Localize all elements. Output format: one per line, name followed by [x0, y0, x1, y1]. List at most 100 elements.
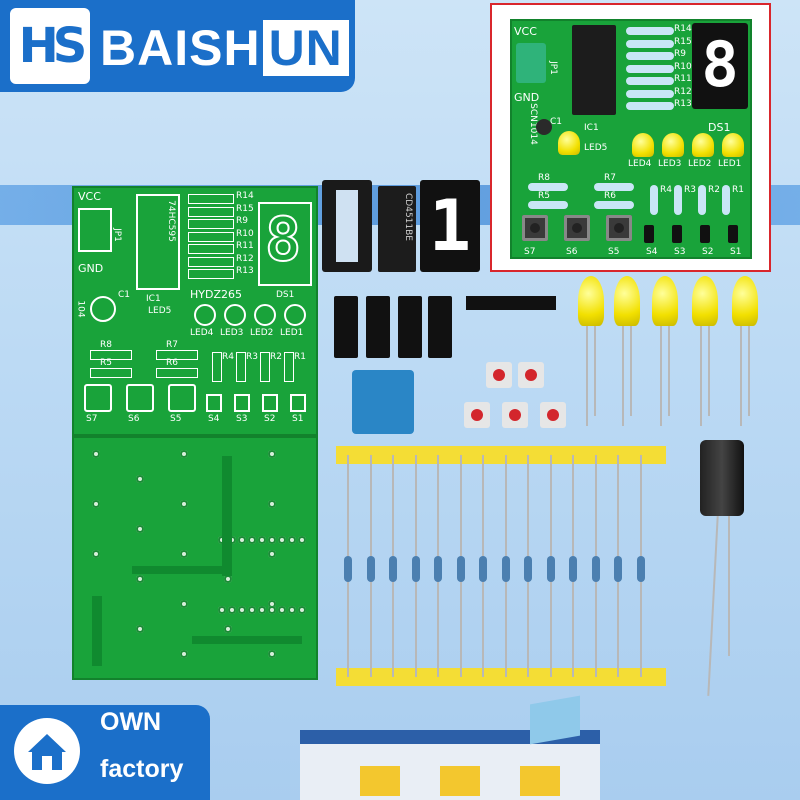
tactile-button	[486, 362, 512, 388]
solder-pad	[228, 606, 236, 614]
switch-s5	[606, 215, 632, 241]
jumper-cap	[398, 296, 422, 358]
led-label: LED3	[220, 328, 244, 338]
solder-pad	[278, 606, 286, 614]
ic1-label: IC1	[146, 294, 161, 304]
lower-resistor	[528, 183, 568, 191]
resistor-label: R12	[236, 253, 254, 264]
led-led4	[632, 133, 654, 157]
resistor-r12	[626, 89, 674, 98]
lower-resistor	[594, 183, 634, 191]
lower-resistor	[212, 352, 222, 382]
solder-pad	[136, 575, 144, 583]
led-outline	[284, 304, 306, 326]
solder-pad	[136, 525, 144, 533]
resistor-label: R12	[674, 86, 692, 97]
switch-s3	[672, 225, 682, 243]
led-led3	[662, 133, 684, 157]
tactile-button	[540, 402, 566, 428]
button-cap	[493, 369, 505, 381]
loose-led	[578, 276, 604, 326]
ic1-label: IC1	[584, 123, 599, 133]
tape-resistor	[434, 556, 442, 582]
tactile-button	[518, 362, 544, 388]
jumper-cap	[334, 296, 358, 358]
tape-resistor	[479, 556, 487, 582]
jumper-cap	[428, 296, 452, 358]
display-outline-digit: 8	[264, 204, 302, 276]
switch-label: S5	[608, 247, 620, 257]
solder-pad	[298, 536, 306, 544]
resistor-r11	[626, 77, 674, 85]
led-lead	[668, 326, 670, 416]
vcc-label: VCC	[514, 25, 537, 38]
switch-s6	[126, 384, 154, 412]
tape-top	[336, 446, 666, 464]
solder-pad	[92, 500, 100, 508]
lower-resistor-label: R8	[538, 173, 550, 183]
resistor-label: R13	[236, 266, 254, 276]
ds1-label: DS1	[276, 290, 295, 300]
resistor-r13	[626, 102, 674, 110]
resistor-label: R14	[236, 191, 254, 201]
tape-resistor	[524, 556, 532, 582]
switch-s4	[206, 394, 222, 412]
tape-resistor	[344, 556, 352, 582]
button-cap	[471, 409, 483, 421]
solder-pad	[268, 600, 276, 608]
led-label: LED2	[250, 328, 274, 338]
solder-pad	[258, 536, 266, 544]
factory-label: factory	[100, 755, 184, 783]
switch-label: S6	[128, 414, 140, 424]
tactile-button	[502, 402, 528, 428]
loose-led	[652, 276, 678, 326]
resistor-label: R10	[236, 228, 254, 239]
led-lead	[630, 326, 632, 416]
switch-label: S6	[566, 247, 578, 257]
button-cap	[525, 369, 537, 381]
loose-led	[692, 276, 718, 326]
lower-resistor-label: R1	[732, 185, 744, 195]
led5-label: LED5	[148, 306, 172, 316]
terminal-outline	[78, 208, 112, 252]
switch-s7	[522, 215, 548, 241]
loose-led	[732, 276, 758, 326]
chip-text: 74HC595	[165, 200, 176, 242]
resistor-label: R11	[674, 74, 692, 84]
solder-pad	[268, 606, 276, 614]
tape-resistor	[591, 556, 600, 582]
tape-resistor	[636, 556, 645, 582]
resistor-r15	[188, 206, 234, 217]
led-outline	[194, 304, 216, 326]
switch-label: S3	[236, 414, 248, 424]
resistor-r15	[626, 39, 674, 48]
solder-pad	[238, 606, 246, 614]
lower-resistor-label: R4	[660, 185, 672, 195]
led-lead	[708, 326, 710, 416]
led-label: LED4	[190, 328, 214, 338]
factory-door	[360, 766, 400, 796]
switch-label: S2	[264, 414, 276, 424]
lower-resistor	[90, 368, 132, 378]
side-label: 104	[75, 300, 86, 318]
solder-pad	[224, 575, 232, 583]
factory-illustration	[300, 690, 600, 800]
tape-resistor	[501, 556, 510, 582]
solder-pad	[288, 536, 296, 544]
terminal-block	[516, 43, 546, 83]
c1-outline	[90, 296, 116, 322]
brand-name-part1: BAISH	[100, 20, 261, 76]
display-digit: 8	[701, 28, 739, 101]
button-cap	[509, 409, 521, 421]
vcc-label: VCC	[78, 190, 101, 203]
lower-resistor-label: R5	[100, 358, 112, 368]
tape-resistor	[366, 556, 375, 582]
lower-resistor	[698, 185, 706, 215]
switch-label: S7	[86, 414, 98, 424]
led-led2	[692, 133, 714, 157]
switch-label: S4	[208, 414, 220, 424]
lower-resistor	[594, 201, 634, 209]
trace	[92, 596, 102, 666]
resistor-r9	[188, 219, 234, 229]
switch-label: S5	[170, 414, 182, 424]
